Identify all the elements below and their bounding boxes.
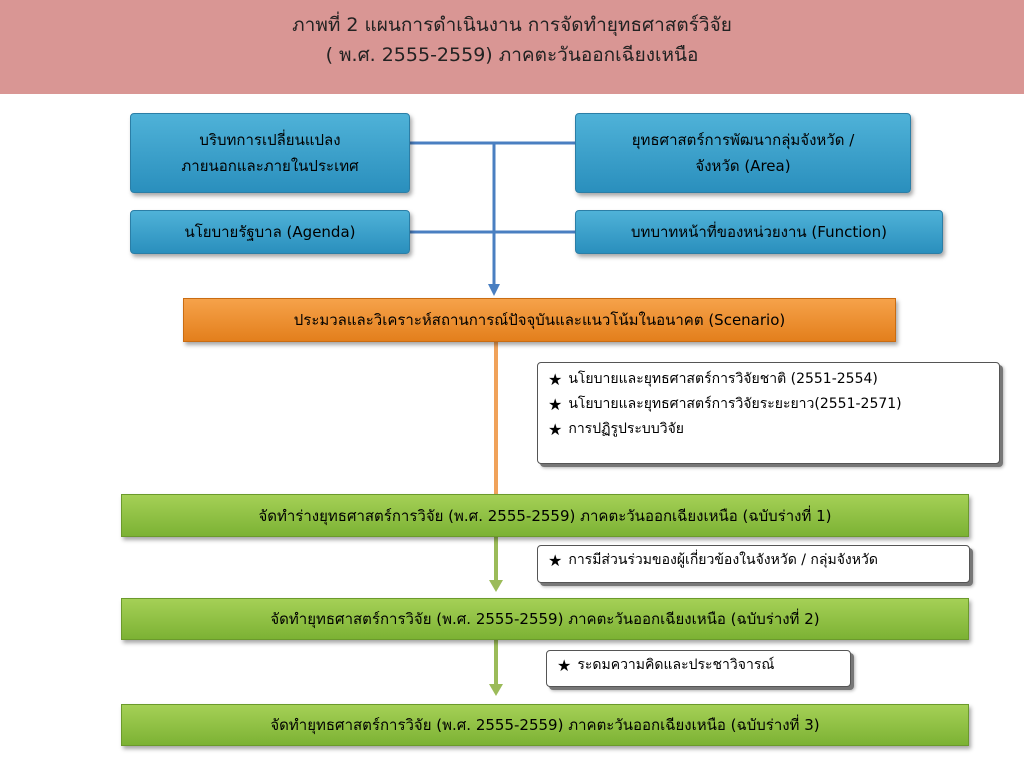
- policy-note-item: ★ การปฏิรูประบบวิจัย: [548, 417, 989, 442]
- star-icon: ★: [548, 370, 563, 389]
- green-arrow-head-1: [489, 580, 503, 592]
- policy-note-item: ★ นโยบายและยุทธศาสตร์การวิจัยชาติ (2551-2…: [548, 367, 989, 392]
- draft-1-box: จัดทำร่างยุทธศาสตร์การวิจัย (พ.ศ. 2555-2…: [121, 494, 969, 537]
- blue-arrow-head: [488, 284, 500, 296]
- draft-3-label: จัดทำยุทธศาสตร์การวิจัย (พ.ศ. 2555-2559)…: [270, 716, 820, 734]
- function-label: บทบาทหน้าที่ของหน่วยงาน (Function): [631, 223, 887, 241]
- scenario-label: ประมวลและวิเคราะห์สถานการณ์ปัจจุบันและแน…: [293, 311, 786, 329]
- star-icon: ★: [548, 420, 563, 439]
- star-icon: ★: [557, 656, 572, 675]
- context-line-2: ภายนอกและภายในประเทศ: [181, 157, 359, 175]
- title-line-1: ภาพที่ 2 แผนการดำเนินงาน การจัดทำยุทธศาส…: [292, 14, 732, 36]
- scenario-box: ประมวลและวิเคราะห์สถานการณ์ปัจจุบันและแน…: [183, 298, 896, 342]
- function-box: บทบาทหน้าที่ของหน่วยงาน (Function): [575, 210, 943, 254]
- policy-note-text: การปฏิรูประบบวิจัย: [568, 421, 684, 437]
- title-line-2: ( พ.ศ. 2555-2559) ภาคตะวันออกเฉียงเหนือ: [325, 44, 699, 66]
- star-icon: ★: [548, 395, 563, 414]
- draft-2-box: จัดทำยุทธศาสตร์การวิจัย (พ.ศ. 2555-2559)…: [121, 598, 969, 640]
- policy-note-text: นโยบายและยุทธศาสตร์การวิจัยระยะยาว(2551-…: [568, 396, 902, 412]
- green-arrow-head-2: [489, 684, 503, 696]
- policy-note-text: นโยบายและยุทธศาสตร์การวิจัยชาติ (2551-25…: [568, 371, 878, 387]
- area-line-1: ยุทธศาสตร์การพัฒนากลุ่มจังหวัด /: [631, 131, 855, 149]
- participation-note-text: การมีส่วนร่วมของผู้เกี่ยวข้องในจังหวัด /…: [568, 552, 878, 568]
- draft-1-label: จัดทำร่างยุทธศาสตร์การวิจัย (พ.ศ. 2555-2…: [258, 506, 832, 525]
- context-box: บริบทการเปลี่ยนแปลง ภายนอกและภายในประเทศ: [130, 113, 410, 193]
- brainstorm-note-text: ระดมความคิดและประชาวิจารณ์: [577, 657, 775, 673]
- participation-note-box: ★ การมีส่วนร่วมของผู้เกี่ยวข้องในจังหวัด …: [537, 545, 970, 583]
- header-banner: ภาพที่ 2 แผนการดำเนินงาน การจัดทำยุทธศาส…: [0, 0, 1024, 94]
- brainstorm-note-box: ★ ระดมความคิดและประชาวิจารณ์: [546, 650, 851, 687]
- star-icon: ★: [548, 551, 563, 570]
- area-line-2: จังหวัด (Area): [695, 157, 791, 175]
- participation-note-item: ★ การมีส่วนร่วมของผู้เกี่ยวข้องในจังหวัด …: [548, 548, 959, 573]
- draft-2-label: จัดทำยุทธศาสตร์การวิจัย (พ.ศ. 2555-2559)…: [270, 610, 820, 628]
- policy-note-box: ★ นโยบายและยุทธศาสตร์การวิจัยชาติ (2551-2…: [537, 362, 1000, 464]
- brainstorm-note-item: ★ ระดมความคิดและประชาวิจารณ์: [557, 653, 840, 678]
- agenda-box: นโยบายรัฐบาล (Agenda): [130, 210, 410, 254]
- agenda-label: นโยบายรัฐบาล (Agenda): [184, 223, 356, 241]
- area-strategy-box: ยุทธศาสตร์การพัฒนากลุ่มจังหวัด / จังหวัด…: [575, 113, 911, 193]
- draft-3-box: จัดทำยุทธศาสตร์การวิจัย (พ.ศ. 2555-2559)…: [121, 704, 969, 746]
- policy-note-item: ★ นโยบายและยุทธศาสตร์การวิจัยระยะยาว(2551…: [548, 392, 989, 417]
- context-line-1: บริบทการเปลี่ยนแปลง: [199, 131, 341, 149]
